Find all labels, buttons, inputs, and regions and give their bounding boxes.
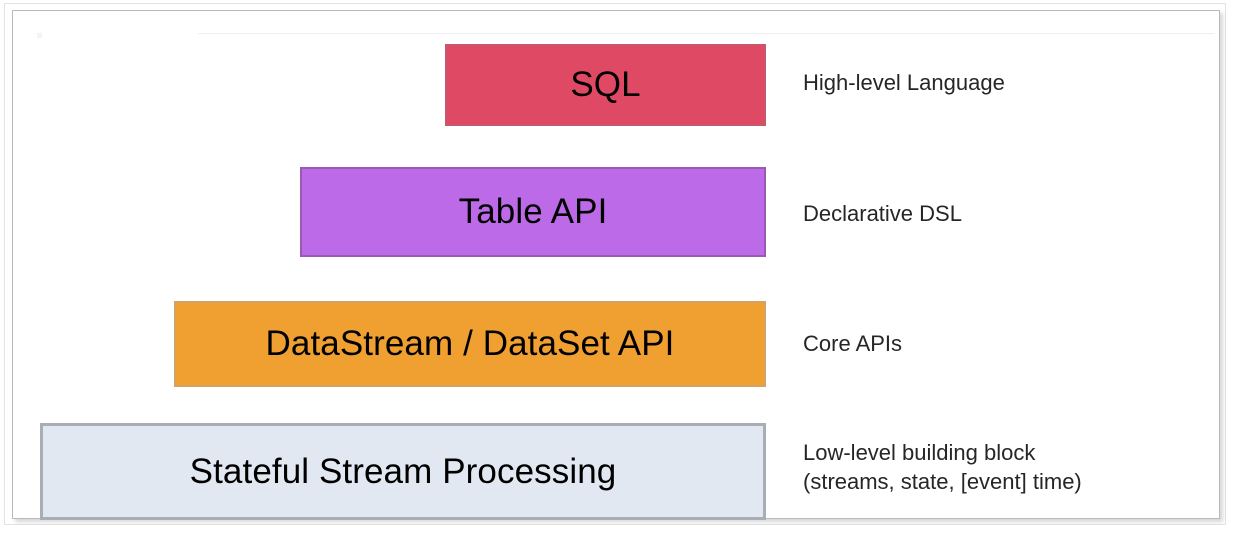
corner-mark-artifact bbox=[37, 33, 42, 38]
layer-box-datastream-dataset-api[interactable]: DataStream / DataSet API bbox=[174, 301, 766, 387]
layer-box-stateful-stream-processing[interactable]: Stateful Stream Processing bbox=[40, 423, 766, 520]
hairline-artifact bbox=[198, 33, 1214, 34]
slide-frame-inner: SQL High-level Language Table API Declar… bbox=[12, 10, 1220, 520]
layer-note-stateful-stream-processing: Low-level building block (streams, state… bbox=[803, 440, 1082, 494]
layer-box-table-api[interactable]: Table API bbox=[300, 167, 766, 257]
layer-note-core-apis: Core APIs bbox=[803, 331, 903, 356]
layer-note-table-api: Declarative DSL bbox=[803, 201, 962, 226]
layer-box-sql[interactable]: SQL bbox=[445, 44, 766, 126]
layer-note-sql: High-level Language bbox=[803, 70, 1005, 95]
